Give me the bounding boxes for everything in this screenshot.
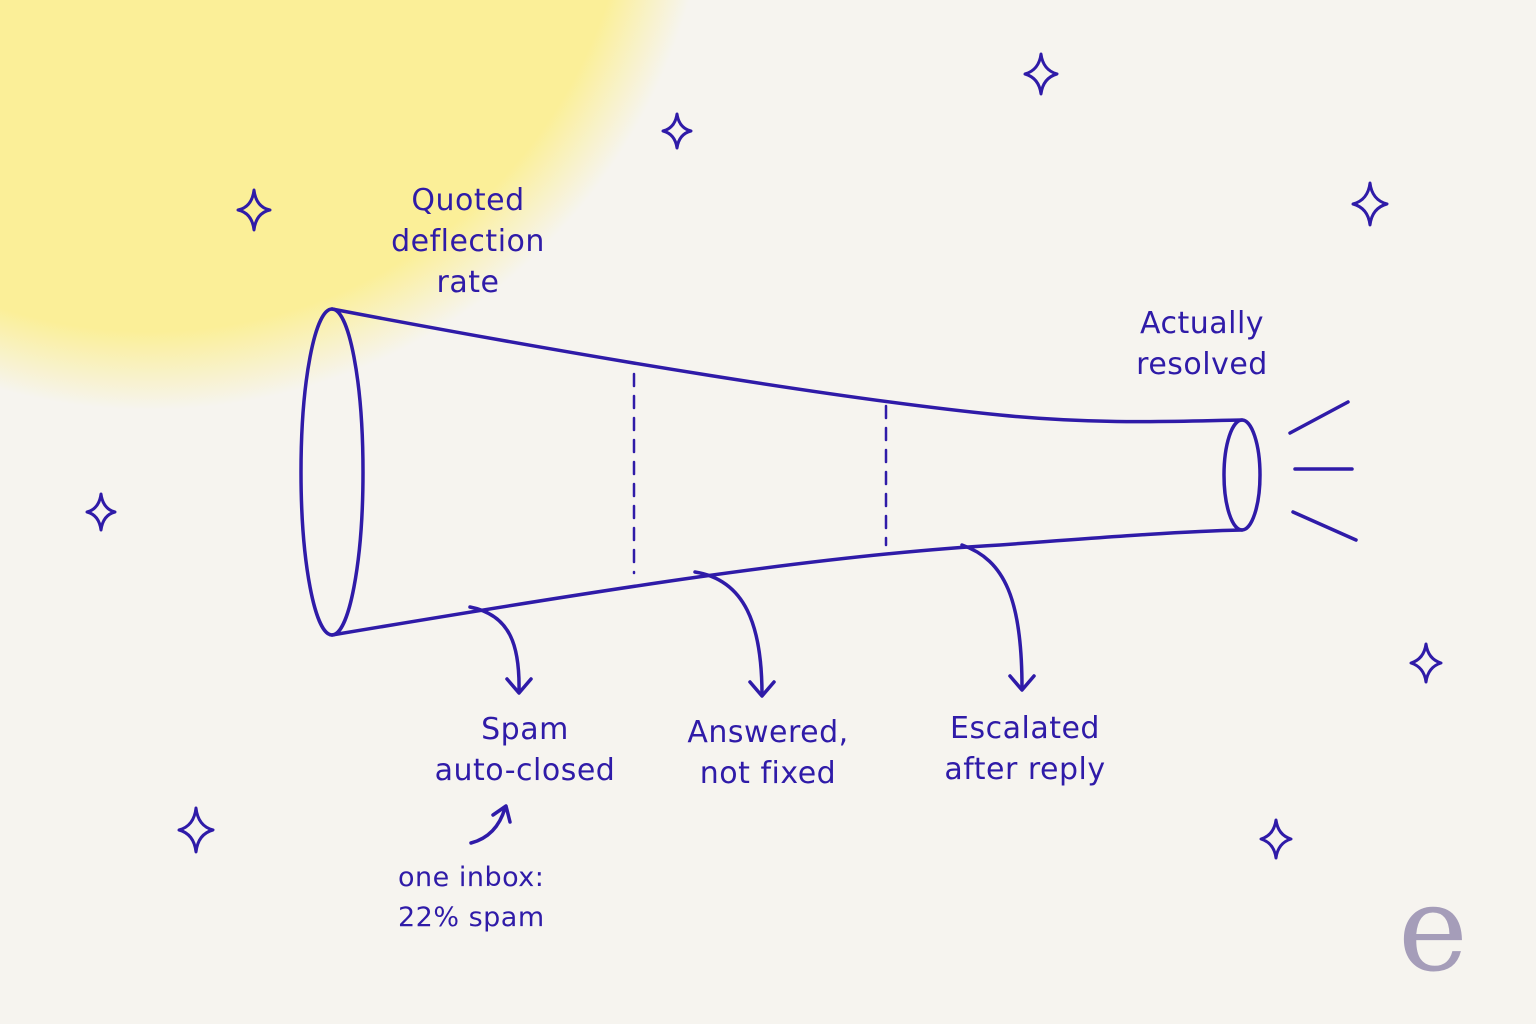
note-line-2: 22% spam [398,902,545,933]
sun-shape [0,0,690,410]
funnel-wide-opening [299,307,365,637]
funnel-narrow-opening [1222,418,1262,532]
quoted-line-2: deflection [391,224,545,259]
spam-auto-closed-label: Spam auto-closed [420,709,630,791]
quoted-line-1: Quoted [411,183,525,218]
curved-arrow-icon [469,804,512,845]
brand-logo: e [1398,860,1468,998]
resolved-line-1: Actually [1139,306,1265,341]
spam-line-2: auto-closed [434,753,616,788]
sound-lines-icon [1288,400,1358,542]
escalated-after-reply-label: Escalated after reply [925,708,1125,790]
sparkle-icon [1409,642,1443,684]
sparkle-icon [1023,52,1059,96]
quoted-line-3: rate [436,265,500,300]
escalated-line-2: after reply [944,752,1106,787]
answered-not-fixed-label: Answered, not fixed [670,712,866,794]
funnel-bottom-edge [330,528,1244,637]
answered-line-2: not fixed [699,756,837,791]
sparkle-icon [1259,818,1293,860]
resolved-line-2: resolved [1136,347,1268,382]
sparkle-icon [661,112,693,150]
arrow-down-icon [693,570,776,698]
arrow-down-icon [468,605,533,695]
sparkle-icon [236,188,272,232]
escalated-line-1: Escalated [950,711,1100,746]
spam-note-label: one inbox: 22% spam [398,858,568,938]
answered-line-1: Answered, [687,715,849,750]
sparkle-icon [85,492,117,532]
funnel-top-edge [330,307,1244,424]
spam-line-1: Spam [481,712,569,747]
quoted-deflection-label: Quoted deflection rate [368,180,568,303]
sparkle-icon [177,806,215,854]
actually-resolved-label: Actually resolved [1112,303,1292,385]
sparkle-icon [1351,181,1389,227]
note-line-1: one inbox: [398,862,545,893]
arrow-down-icon [960,543,1036,692]
